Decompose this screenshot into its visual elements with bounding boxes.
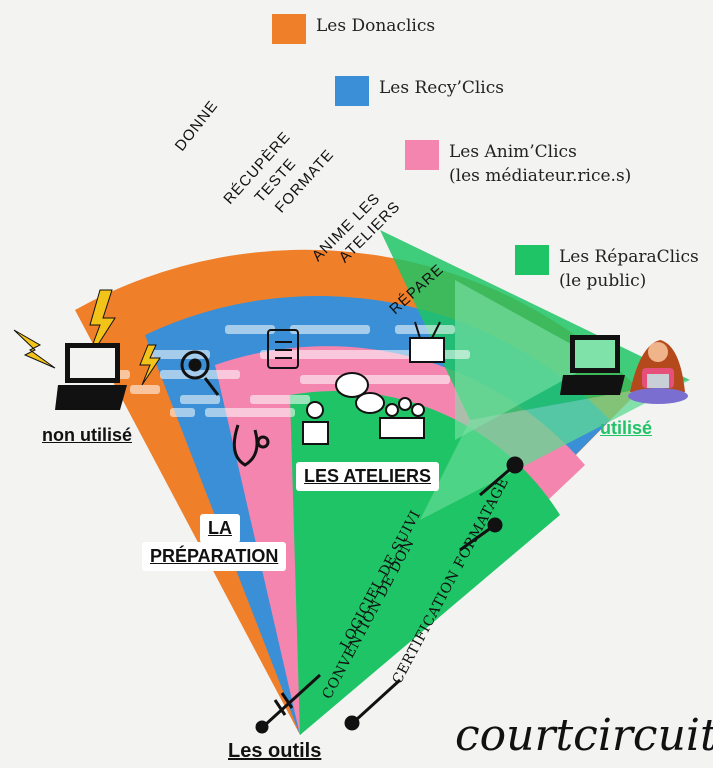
label-unused: non utilisé [42,425,132,445]
person-avatar [628,340,688,404]
label-preparation-2: PRÉPARATION [142,542,287,571]
legend-reparaclics: Les RéparaClics(le public) [515,245,699,293]
legend-label: Les Recy’Clics [379,78,504,98]
used-laptop [560,335,625,395]
lightning-icon-right [139,344,161,386]
lightning-icon-left [13,329,56,369]
people-group-icon [515,245,549,275]
tools-graphic [255,456,524,734]
unused-laptop [13,289,161,410]
court-circuit-logo: courtcircuit [455,710,713,761]
fan-cut [0,300,320,768]
legend-donaclics: Les Donaclics [272,14,435,44]
label-used: utilisé [600,418,653,438]
band-blue-label: RÉCUPÈRE TESTE FORMATE [220,128,337,216]
speed-bars [95,325,470,417]
legend-label: Les RéparaClics(le public) [559,247,699,291]
light-ray-lower [420,380,690,520]
label-preparation-1: LA [200,514,240,543]
laptop-icon [272,14,306,44]
hand-pointer-icon [405,140,439,170]
gear-icon [335,76,369,106]
stethoscope-icon [232,424,270,467]
fan-bands [0,230,690,768]
label-tools: Les outils [228,740,322,762]
toolbox-icon [409,321,445,363]
legend-animclics: Les Anim’Clics(les médiateur.rice.s) [405,140,631,188]
eye-magnifier-icon [180,350,220,396]
speech-bubbles-icon [335,372,385,414]
people-group-icon [379,397,425,439]
light-arrow [455,280,600,440]
legend-label: Les Anim’Clics(les médiateur.rice.s) [449,142,632,186]
band-orange-label: DONNE [172,97,222,154]
legend-recyclics: Les Recy’Clics [335,76,504,106]
presenter-icon [302,401,329,445]
label-workshops: LES ATELIERS [296,462,440,491]
clipboard-icon [267,329,299,369]
legend-label: Les Donaclics [316,16,436,36]
